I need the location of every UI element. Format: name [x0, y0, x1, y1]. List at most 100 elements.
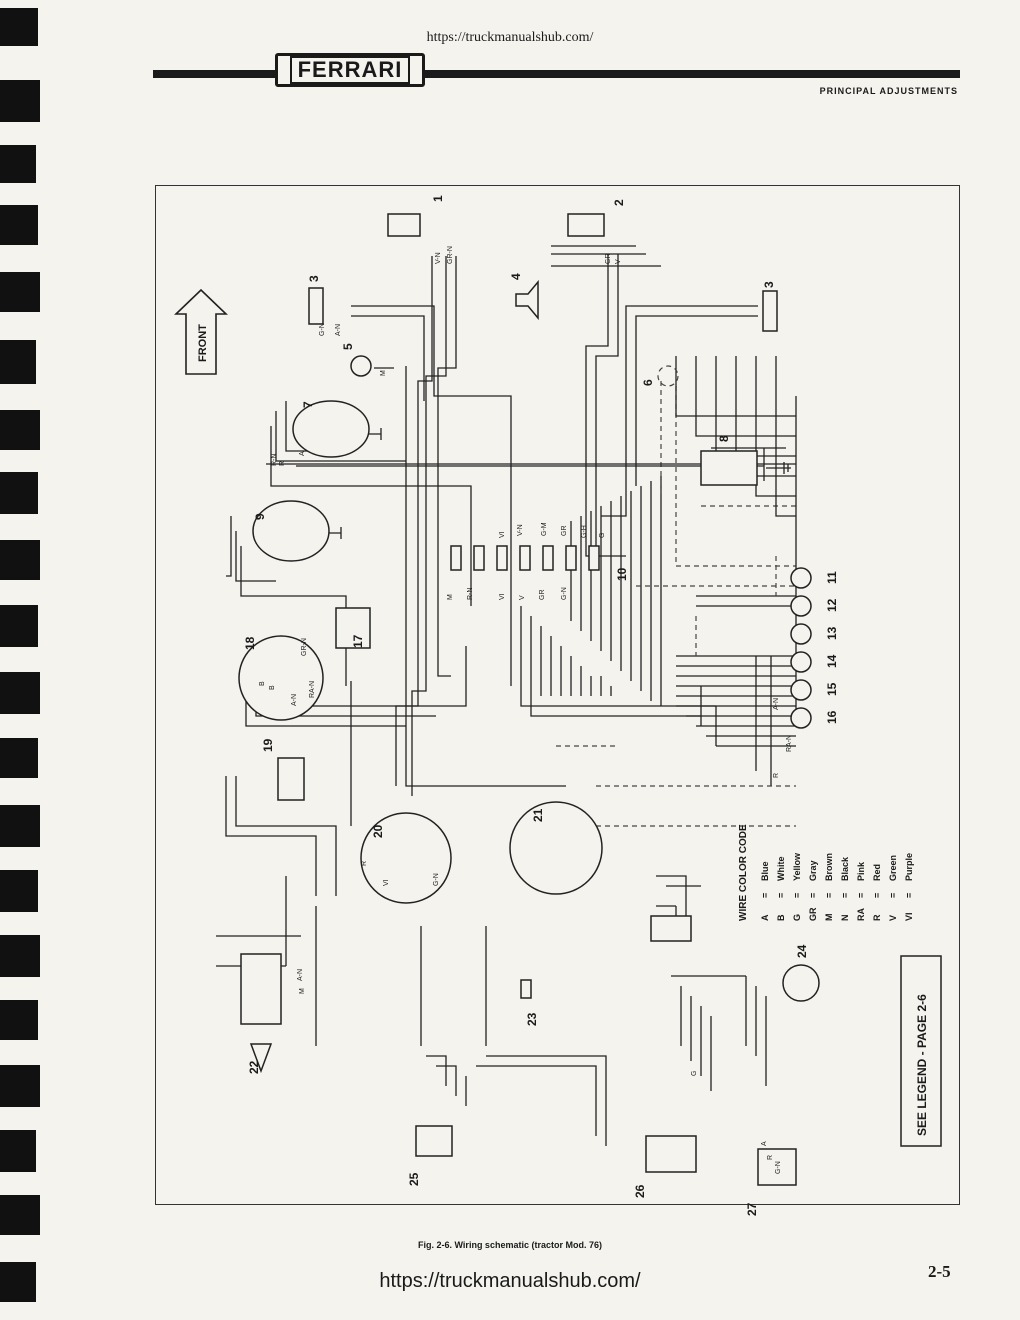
legend-equals: =	[856, 893, 866, 898]
wire-label: G	[691, 1071, 698, 1076]
binding-strip	[0, 0, 50, 1320]
warning-lamps	[790, 567, 812, 729]
regulator-17	[335, 607, 371, 649]
component-number: 18	[243, 636, 257, 650]
component-number: 27	[745, 1202, 759, 1216]
connector-26	[645, 1135, 697, 1173]
wire-label: G	[599, 533, 606, 538]
component-number: 12	[825, 598, 839, 612]
legend-equals: =	[824, 893, 834, 898]
wire-label: M	[299, 988, 306, 994]
component-24	[782, 964, 820, 1002]
schematic-canvas: FRONT	[174, 195, 942, 1216]
legend-color-gray: Gray	[808, 860, 818, 881]
component-number: 14	[825, 654, 839, 668]
wire-label: R	[767, 1155, 774, 1160]
legend-equals: =	[872, 893, 882, 898]
wire-label: B	[269, 685, 276, 690]
wire-label: B	[259, 681, 266, 686]
component-5	[350, 355, 372, 377]
component-number: 3	[307, 275, 321, 282]
component-number: 8	[717, 435, 731, 442]
wire-label: R	[361, 861, 368, 866]
legend-code: B	[776, 914, 786, 921]
component-number: 13	[825, 626, 839, 640]
component-25	[415, 1125, 453, 1157]
component-27	[757, 1148, 797, 1186]
wire-label: R-N	[271, 454, 278, 466]
wire-label: G-N	[561, 587, 568, 600]
header-rule-left	[153, 70, 275, 78]
page-number: 2-5	[928, 1262, 951, 1281]
wire-label: V	[519, 595, 526, 600]
component-number: 5	[341, 343, 355, 350]
legend-equals: =	[776, 893, 786, 898]
legend-code: VI	[904, 912, 914, 921]
key-switch-19	[277, 757, 305, 801]
wire-label: A	[299, 451, 306, 456]
wire-label: G-H	[581, 525, 588, 538]
wire-label: A-N	[291, 694, 298, 706]
see-legend-text: SEE LEGEND - PAGE 2-6	[915, 994, 929, 1136]
wire-label: GR	[561, 526, 568, 537]
component-number: 23	[525, 1012, 539, 1026]
component-number: 26	[633, 1184, 647, 1198]
fuse-block	[650, 915, 692, 942]
component-number: 15	[825, 682, 839, 696]
wire-label: M	[380, 370, 387, 376]
legend-color-yellow: Yellow	[792, 852, 802, 881]
component-number: 9	[253, 513, 267, 520]
switch-knob-22	[249, 1043, 273, 1074]
wire-label: V	[615, 259, 622, 264]
legend-equals: =	[760, 893, 770, 898]
wire-label: G-N	[775, 1161, 782, 1174]
wire-label: VI	[499, 593, 506, 600]
legend-title: WIRE COLOR CODE	[738, 824, 749, 921]
wire-label: G-N	[319, 323, 326, 336]
components	[238, 213, 820, 1186]
gauge-21	[509, 801, 603, 895]
component-1	[387, 213, 421, 237]
legend-equals: =	[840, 893, 850, 898]
wire-label: GR	[539, 590, 546, 601]
component-number: 24	[795, 944, 809, 958]
component-number: 3	[762, 281, 776, 288]
ground-symbols	[329, 428, 791, 539]
alternator-9	[252, 500, 330, 562]
legend-equals: =	[904, 893, 914, 898]
light-switch-22	[240, 953, 282, 1025]
see-legend-box: SEE LEGEND - PAGE 2-6	[900, 955, 942, 1147]
battery-8	[700, 450, 758, 486]
component-number: 16	[825, 710, 839, 724]
gauge-20	[360, 812, 452, 904]
component-number: 25	[407, 1172, 421, 1186]
wire-label: G-N	[433, 873, 440, 886]
starter-motor-7	[292, 400, 370, 458]
wire-label: A-N	[297, 969, 304, 981]
header-rule-right	[425, 70, 960, 78]
wire-label: R	[773, 773, 780, 778]
wire-label: R	[279, 461, 286, 466]
legend-equals: =	[792, 893, 802, 898]
legend-color-red: Red	[872, 864, 882, 881]
component-3-right	[762, 290, 778, 332]
url-bottom[interactable]: https://truckmanualshub.com/	[379, 1270, 641, 1292]
wire-label: V-N	[435, 252, 442, 264]
wire-label: M	[447, 594, 454, 600]
component-6	[657, 365, 679, 387]
ferrari-logo: FERRARI	[275, 53, 425, 87]
legend-code: A	[760, 914, 770, 921]
legend-code: V	[888, 915, 898, 921]
component-3-left	[308, 287, 324, 325]
component-number: 20	[371, 824, 385, 838]
component-2	[567, 213, 605, 237]
legend-equals: =	[808, 893, 818, 898]
wire-label: A	[761, 1141, 768, 1146]
wire-label: VI	[383, 879, 390, 886]
legend-color-blue: Blue	[760, 861, 770, 881]
legend-code: GR	[808, 907, 818, 921]
wire-label: RA-N	[786, 735, 793, 752]
url-top[interactable]: https://truckmanualshub.com/	[426, 30, 594, 45]
figure-caption: Fig. 2-6. Wiring schematic (tractor Mod.…	[418, 1240, 602, 1250]
